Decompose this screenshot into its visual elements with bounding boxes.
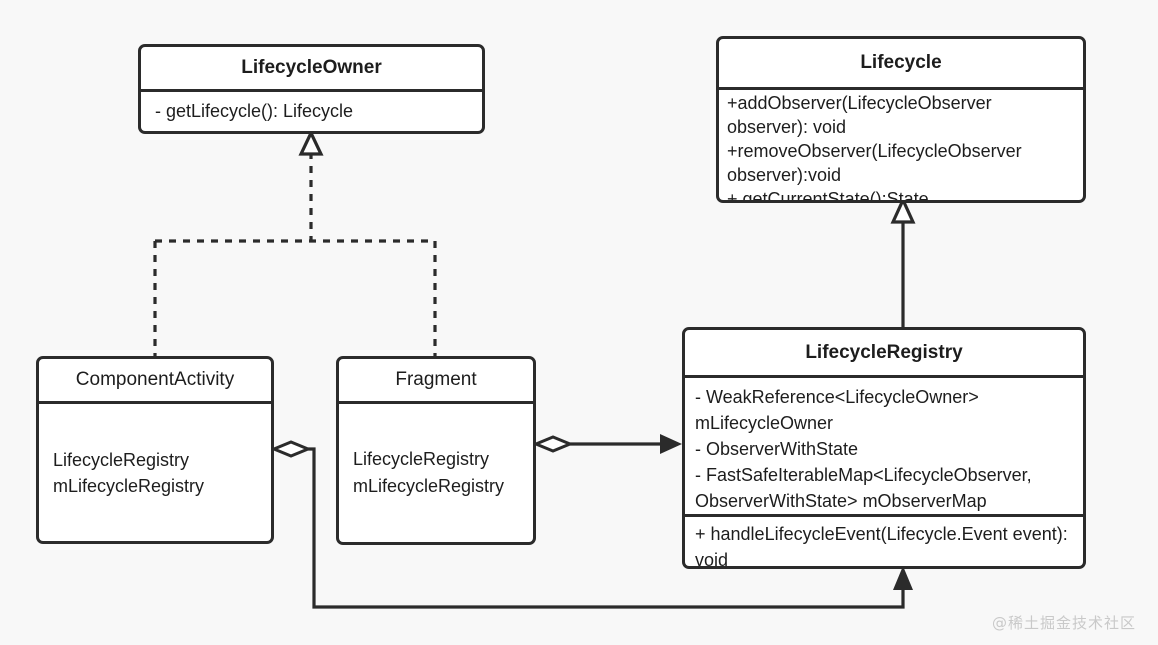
edge-realization-to-lifecycle-owner <box>153 129 437 356</box>
class-attributes-lifecycle-registry: - WeakReference<LifecycleOwner> mLifecyc… <box>685 378 1083 514</box>
hollow-triangle-arrowhead-lifecycle <box>890 196 916 224</box>
class-box-lifecycle-registry[interactable]: LifecycleRegistry - WeakReference<Lifecy… <box>682 327 1086 569</box>
watermark: @稀土掘金技术社区 <box>991 614 1136 632</box>
filled-arrowhead-registry-left <box>660 434 682 454</box>
class-name-fragment: Fragment <box>395 369 477 390</box>
class-box-lifecycle[interactable]: Lifecycle +addObserver(LifecycleObserver… <box>716 36 1086 203</box>
class-operation: + handleLifecycleEvent(Lifecycle.Event e… <box>695 524 1073 569</box>
class-divider <box>719 87 1083 90</box>
class-members-lifecycle: +addObserver(LifecycleObserver observer)… <box>719 90 1083 203</box>
class-divider <box>141 89 482 92</box>
filled-arrowhead-registry-bottom <box>893 566 913 590</box>
class-name-lifecycle-owner: LifecycleOwner <box>241 57 382 78</box>
class-member: + getCurrentState():State <box>727 189 929 203</box>
edge-aggregation-fragment-to-registry <box>532 434 682 454</box>
class-operations-lifecycle-registry: + handleLifecycleEvent(Lifecycle.Event e… <box>685 517 1083 569</box>
class-member: LifecycleRegistry mLifecycleRegistry <box>353 449 505 496</box>
class-attribute: - ObserverWithState <box>695 439 859 459</box>
class-members-component-activity: LifecycleRegistry mLifecycleRegistry <box>39 404 271 541</box>
class-attribute: - FastSafeIterableMap<LifecycleObserver,… <box>695 465 1037 511</box>
hollow-diamond-fragment <box>532 435 574 453</box>
class-divider <box>685 375 1083 378</box>
class-members-lifecycle-owner: - getLifecycle(): Lifecycle <box>141 92 482 131</box>
class-member: +addObserver(LifecycleObserver observer)… <box>727 93 997 137</box>
class-box-lifecycle-owner[interactable]: LifecycleOwner - getLifecycle(): Lifecyc… <box>138 44 485 134</box>
class-divider <box>685 514 1083 517</box>
class-members-fragment: LifecycleRegistry mLifecycleRegistry <box>339 404 533 542</box>
class-box-component-activity[interactable]: ComponentActivity LifecycleRegistry mLif… <box>36 356 274 544</box>
class-divider <box>39 401 271 404</box>
edge-generalization-registry-to-lifecycle <box>890 196 916 327</box>
hollow-triangle-arrowhead-owner <box>298 129 324 156</box>
class-member: LifecycleRegistry mLifecycleRegistry <box>53 449 205 496</box>
class-divider <box>339 401 533 404</box>
class-member: - getLifecycle(): Lifecycle <box>155 101 354 121</box>
class-name-lifecycle-registry: LifecycleRegistry <box>805 341 963 363</box>
class-attribute: - WeakReference<LifecycleOwner> mLifecyc… <box>695 387 984 433</box>
class-name-component-activity: ComponentActivity <box>75 369 235 390</box>
hollow-diamond-component-activity <box>270 440 312 458</box>
class-member: +removeObserver(LifecycleObserver observ… <box>727 141 1027 185</box>
class-box-fragment[interactable]: Fragment LifecycleRegistry mLifecycleReg… <box>336 356 536 545</box>
class-name-lifecycle: Lifecycle <box>860 52 942 73</box>
